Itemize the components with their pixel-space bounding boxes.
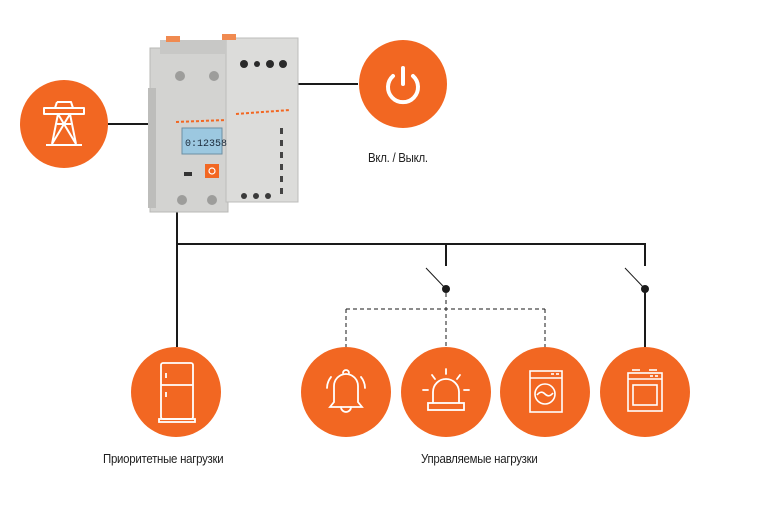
controlled-loads-label: Управляемые нагрузки	[421, 451, 538, 466]
refrigerator-icon	[158, 362, 196, 423]
controlled-switch-blade	[425, 267, 447, 290]
controlled-group-dashed-lines	[345, 293, 546, 347]
washer-node	[500, 347, 590, 437]
power-toggle-node	[359, 40, 447, 128]
grid-node	[20, 80, 108, 168]
power-pylon-icon	[43, 101, 85, 146]
alarm-beacon-icon	[422, 368, 470, 411]
power-icon	[386, 66, 420, 105]
beacon-node	[401, 347, 491, 437]
device-orange-button	[205, 164, 219, 178]
energy-meter-device: 0:12358	[148, 34, 299, 213]
priority-load-node	[131, 347, 221, 437]
oven-icon	[627, 369, 663, 412]
bell-icon	[326, 369, 366, 413]
priority-loads-label: Приоритетные нагрузки	[103, 451, 224, 466]
washing-machine-icon	[529, 370, 563, 413]
oven-node	[600, 347, 690, 437]
controlled-switch-contact	[442, 285, 450, 293]
power-toggle-label: Вкл. / Выкл.	[368, 150, 428, 165]
bell-node	[301, 347, 391, 437]
lcd-display	[181, 127, 223, 155]
oven-switch-blade	[624, 267, 646, 290]
lcd-reading: 0:12358	[185, 139, 227, 150]
wiring	[108, 83, 649, 347]
